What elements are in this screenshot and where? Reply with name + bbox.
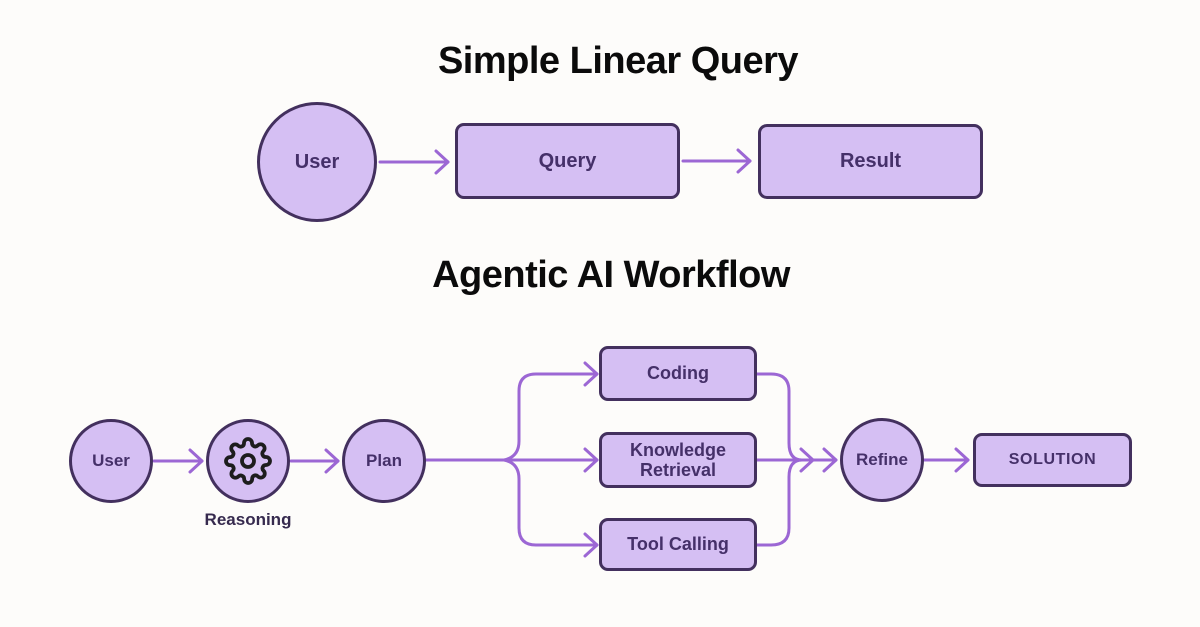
arrowhead-plan-knowledge [583, 447, 599, 473]
node-user-agentic: User [69, 419, 153, 503]
arrowhead-plan-coding [583, 361, 599, 387]
arrowhead-merge [799, 447, 815, 473]
arrowhead-plan-tool [583, 532, 599, 558]
node-coding-label: Coding [647, 363, 709, 384]
node-reasoning [206, 419, 290, 503]
node-refine: Refine [840, 418, 924, 502]
node-knowledge-retrieval: Knowledge Retrieval [599, 432, 757, 488]
node-knowledge-retrieval-label: Knowledge Retrieval [629, 439, 726, 480]
node-query-label: Query [538, 149, 597, 172]
node-result: Result [758, 124, 983, 199]
node-tool-calling: Tool Calling [599, 518, 757, 571]
gear-icon [224, 437, 272, 485]
connector-plan-coding [502, 372, 599, 462]
node-plan: Plan [342, 419, 426, 503]
arrowhead-user-query [434, 149, 450, 175]
node-result-label: Result [839, 150, 902, 172]
arrowhead-refine-solution [954, 447, 970, 473]
reasoning-caption: Reasoning [204, 510, 292, 529]
node-solution-label: SOLUTION [1008, 451, 1097, 468]
arrowhead-query-result [736, 148, 752, 174]
node-query: Query [455, 123, 680, 199]
agentic-title: Agentic AI Workflow [432, 254, 790, 296]
node-user-linear: User [257, 102, 377, 222]
node-refine-label: Refine [856, 450, 908, 469]
linear-title: Simple Linear Query [437, 40, 799, 82]
connector-tool-merge [755, 458, 804, 547]
node-coding: Coding [599, 346, 757, 401]
connector-coding-merge [755, 372, 804, 462]
node-user-agentic-label: User [92, 451, 130, 470]
node-solution: SOLUTION [973, 433, 1132, 487]
node-plan-label: Plan [366, 451, 402, 470]
arrowhead-user-reasoning [188, 448, 204, 474]
node-tool-calling-label: Tool Calling [627, 534, 729, 555]
arrowhead-refine [822, 447, 838, 473]
connector-plan-tool [502, 458, 599, 547]
node-user-linear-label: User [294, 150, 340, 173]
arrowhead-reasoning-plan [324, 448, 340, 474]
